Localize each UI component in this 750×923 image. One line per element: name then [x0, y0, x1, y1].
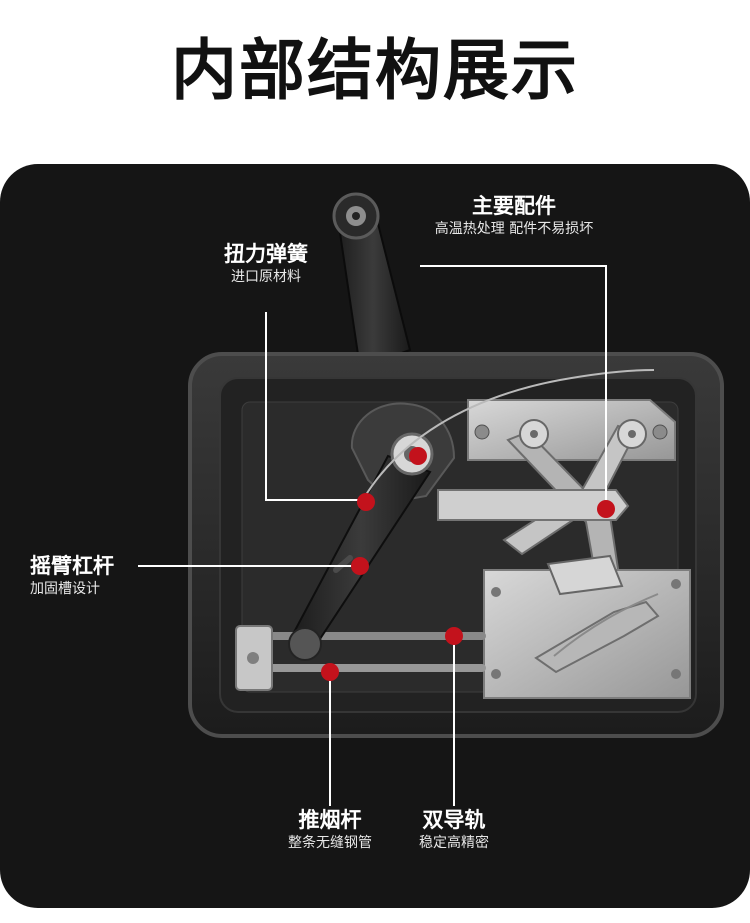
torsion-spring-marker: [357, 493, 375, 511]
main-parts-subtitle: 高温热处理 配件不易损坏: [434, 221, 594, 238]
annotation-markers: [321, 447, 615, 681]
rocker-lever-title: 摇臂杠杆: [30, 554, 114, 578]
main-parts-title: 主要配件: [472, 194, 556, 218]
internal-structure-panel: 扭力弹簧 进口原材料 主要配件 高温热处理 配件不易损坏 摇臂杠杆 加固槽设计 …: [0, 164, 750, 908]
double-rail-subtitle: 稳定高精密: [419, 835, 489, 852]
push-rod-subtitle: 整条无缝钢管: [288, 835, 372, 852]
rocker-lever-subtitle: 加固槽设计: [30, 581, 100, 598]
crank-handle: [332, 192, 412, 370]
rocker-lever-marker: [351, 557, 369, 575]
push-rod-label: 推烟杆 整条无缝钢管: [274, 808, 386, 854]
rolling-machine-illustration: [138, 192, 724, 806]
push-rod-title: 推烟杆: [298, 808, 362, 832]
rocker-lever-label: 摇臂杠杆 加固槽设计: [30, 554, 148, 600]
lower-metal-plate: [483, 554, 691, 699]
double-rail-title: 双导轨: [422, 808, 486, 832]
double-rail-label: 双导轨 稳定高精密: [398, 808, 510, 854]
annotation-leader-lines: [138, 265, 607, 806]
double-rail-marker: [445, 627, 463, 645]
main-part-marker-hub: [409, 447, 427, 465]
spring-wire: [363, 369, 655, 499]
main-parts-label: 主要配件 高温热处理 配件不易损坏: [416, 194, 612, 240]
main-part-marker-linkage: [597, 500, 615, 518]
page-title: 内部结构展示: [171, 32, 579, 109]
torsion-spring-label: 扭力弹簧 进口原材料: [211, 242, 321, 288]
push-rod-marker: [321, 663, 339, 681]
torsion-spring-subtitle: 进口原材料: [231, 269, 301, 286]
torsion-spring-title: 扭力弹簧: [224, 242, 308, 266]
